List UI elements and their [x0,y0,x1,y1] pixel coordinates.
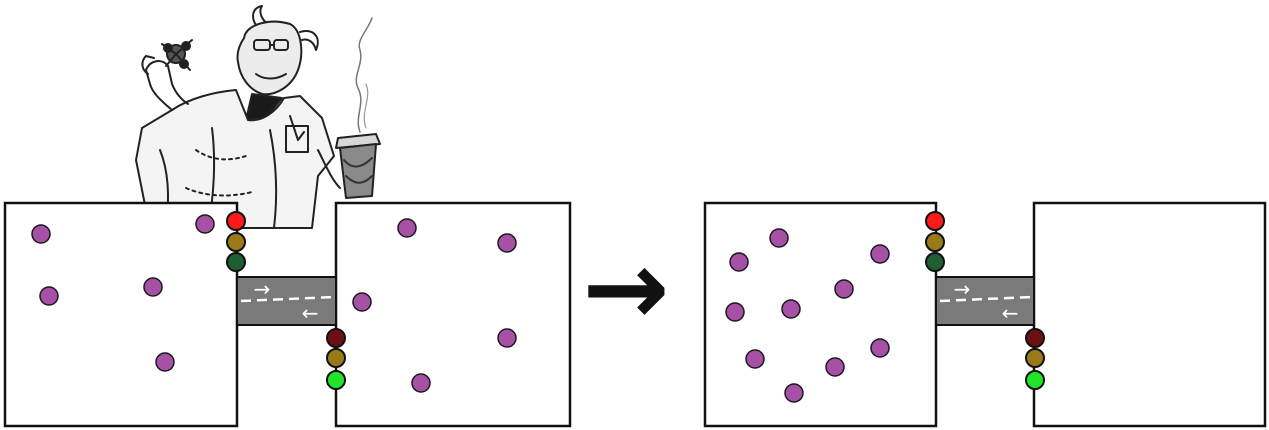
traffic-light-right [1025,328,1045,390]
red-light-icon [925,211,945,231]
green-light-icon [326,370,346,390]
channel [935,276,1035,326]
particle [781,299,801,319]
particle [397,218,417,238]
amber-light-icon [925,232,945,252]
particle [834,279,854,299]
right-horn-icon [299,30,319,51]
particle [725,302,745,322]
particle [497,233,517,253]
after-state: → ← [703,201,1267,428]
coat-crease [185,187,253,197]
before-state: → ← [3,201,572,428]
particle [870,338,890,358]
traffic-light-right [326,328,346,390]
particle [39,286,59,306]
particles [725,228,890,403]
green-light-icon [226,252,246,272]
left-horn-icon [252,5,269,29]
steam-icon [355,17,373,133]
green-light-icon [1025,370,1045,390]
particle [784,383,804,403]
amber-light-icon [326,348,346,368]
coat-pocket [285,125,309,153]
right-chamber [334,201,572,428]
transition-arrow: → [582,227,669,349]
particle [745,349,765,369]
green-light-icon [925,252,945,272]
red-light-icon [1025,328,1045,348]
particle [729,252,749,272]
channel-arrow-right: → [954,277,971,301]
particle [769,228,789,248]
channel-arrow-left: ← [302,301,319,325]
particle [352,292,372,312]
lab-coat [135,89,335,229]
coat-seam [269,129,278,229]
red-light-icon [226,211,246,231]
steam-wisp [363,83,369,129]
particle [870,244,890,264]
particle [155,352,175,372]
channel-arrow-right: → [254,277,271,301]
particle [31,224,51,244]
traffic-light-left [925,211,945,272]
grin [255,73,287,80]
amber-light-icon [1025,348,1045,368]
particle [825,357,845,377]
particle [195,214,215,234]
channel-arrow-left: ← [1002,301,1019,325]
particle [143,277,163,297]
traffic-light-left [226,211,246,272]
cup-arm [317,149,341,189]
particle [411,373,431,393]
coffee-cup-icon [335,133,381,199]
red-light-icon [326,328,346,348]
amber-light-icon [226,232,246,252]
demon-scientist-illustration [135,5,381,229]
molecule-icon [161,39,193,71]
raised-arm [145,60,189,111]
right-chamber [1032,201,1267,428]
pocket-pen [289,115,305,141]
hand [141,55,155,75]
particles [31,214,517,393]
channel [236,276,337,326]
demon-head [236,20,303,96]
particle [497,328,517,348]
